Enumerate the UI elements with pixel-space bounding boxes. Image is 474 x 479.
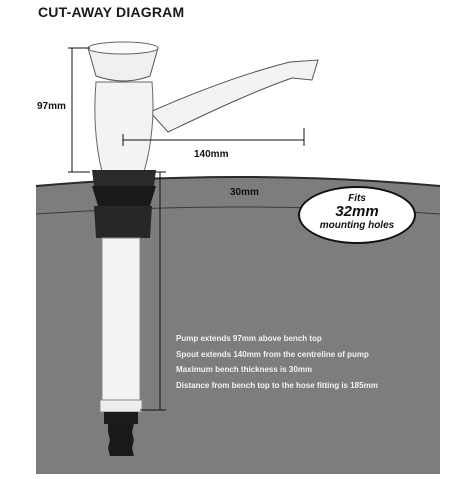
bench-top-edge <box>35 176 441 187</box>
spec-note: Pump extends 97mm above bench top <box>176 334 322 343</box>
pump-cylinder <box>101 237 141 409</box>
bench-dimension-label: 30mm <box>230 187 259 198</box>
pump-base <box>99 399 143 413</box>
spout-dimension-label: 140mm <box>194 149 229 160</box>
height-dimension-label: 97mm <box>37 101 66 112</box>
spec-note: Spout extends 140mm from the centreline … <box>176 349 369 359</box>
hose-fitting <box>104 412 138 424</box>
callout-line-3: mounting holes <box>319 220 395 231</box>
callout-line-2: 32mm <box>335 203 379 220</box>
tap-handle-top <box>87 41 159 55</box>
hose-barb <box>108 424 134 456</box>
spec-notes: Pump extends 97mm above bench top Spout … <box>176 334 466 396</box>
spec-note: Maximum bench thickness is 30mm <box>176 365 313 374</box>
mounting-hole-callout: Fits 32mm mounting holes <box>298 186 416 244</box>
mounting-seal <box>92 186 156 206</box>
spec-note: Distance from bench top to the hose fitt… <box>176 380 378 390</box>
tap-spout <box>149 59 319 133</box>
diagram-title: CUT-AWAY DIAGRAM <box>38 4 185 20</box>
callout-line-1: Fits <box>348 193 366 204</box>
tap-body <box>94 81 154 173</box>
mounting-collar <box>92 170 156 186</box>
threaded-nut <box>94 206 152 238</box>
